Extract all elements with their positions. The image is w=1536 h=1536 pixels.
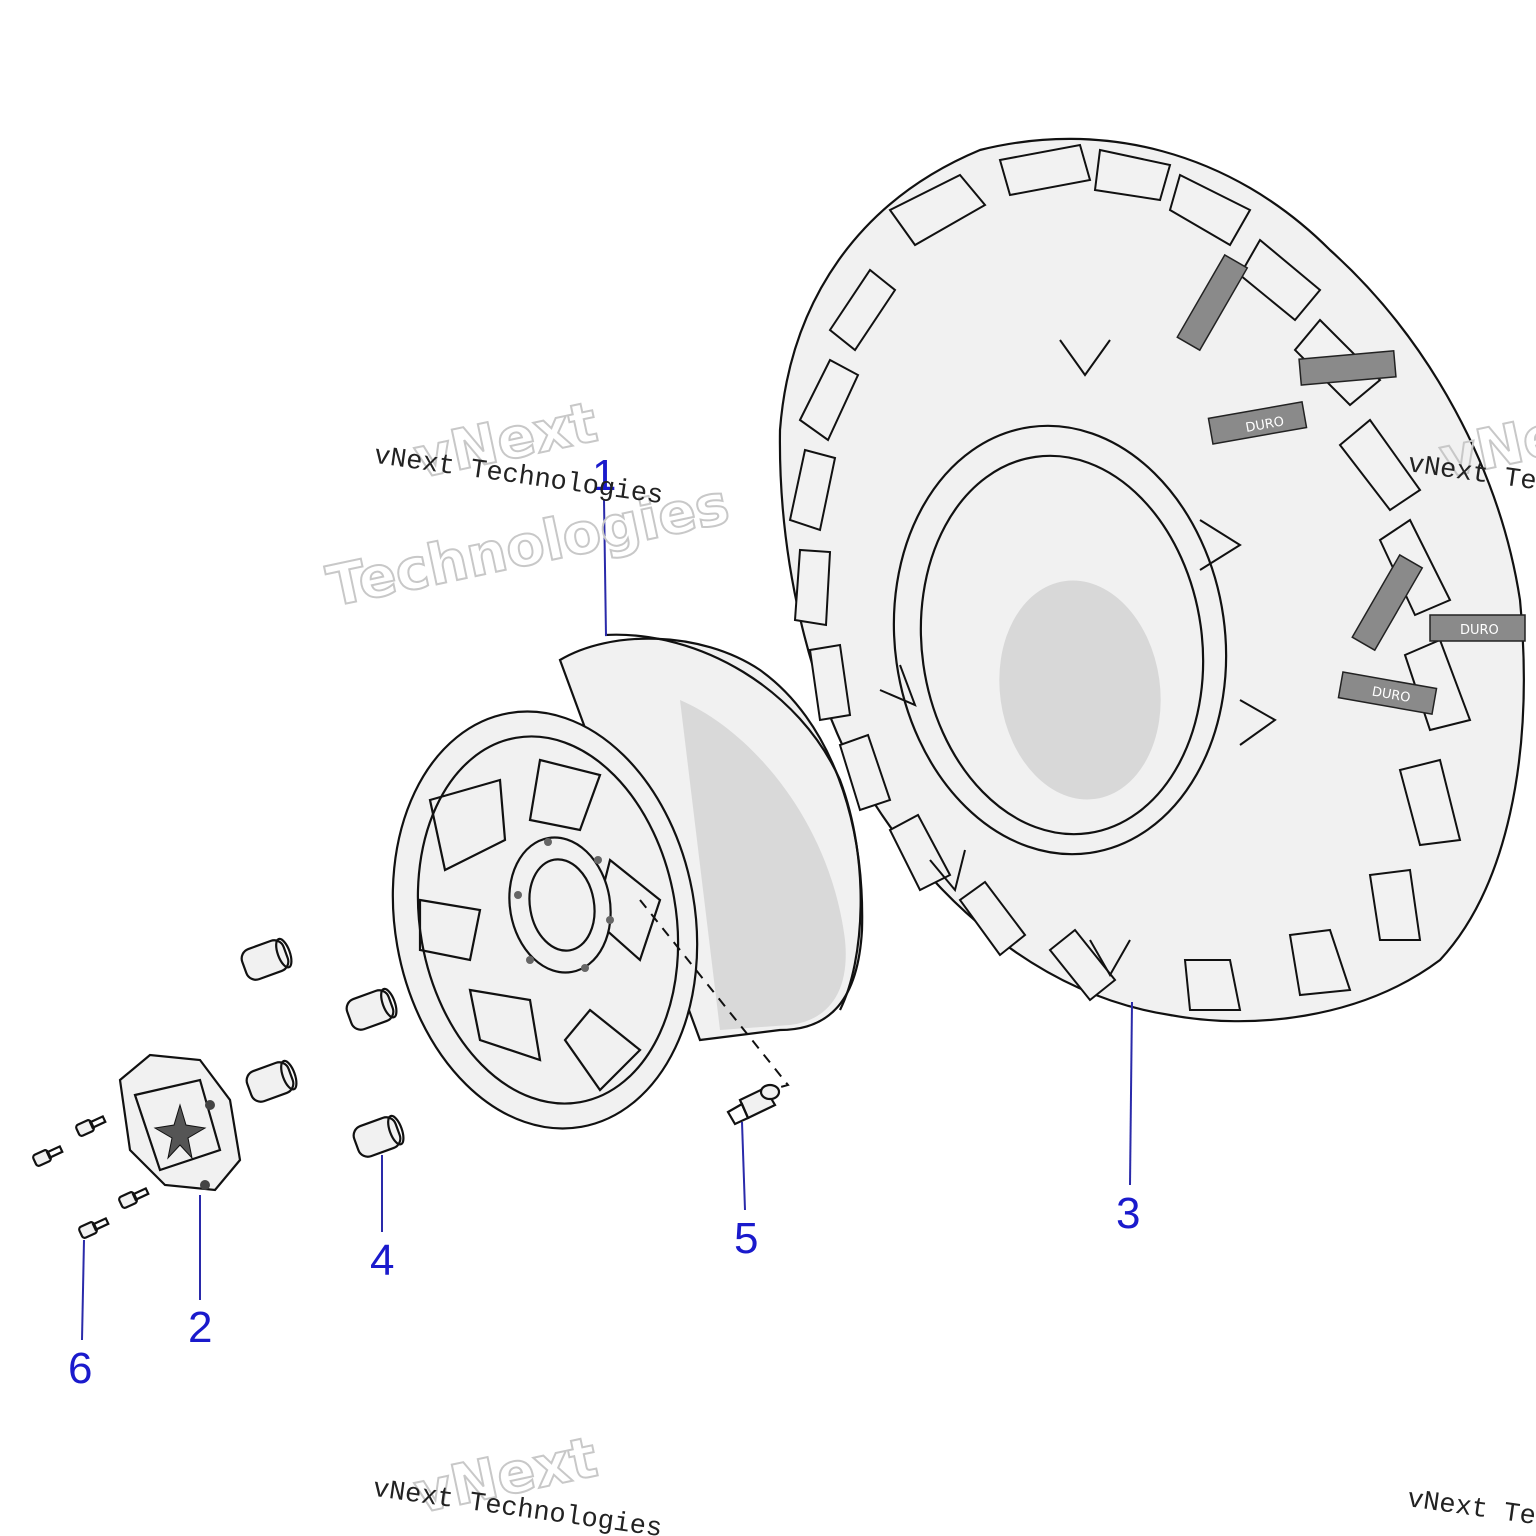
callout-3[interactable]: 3 — [1116, 1189, 1140, 1238]
tire-brand-strips: DURO DURO DURO — [1176, 253, 1526, 716]
screws-part-6[interactable] — [32, 1114, 150, 1239]
tire-brand-label: DURO — [1244, 414, 1285, 436]
callout-6[interactable]: 6 — [68, 1344, 92, 1393]
hub-lug-holes — [514, 838, 614, 972]
watermark-big-line2: Technologies — [322, 472, 735, 620]
leader-lines — [81, 499, 1133, 1341]
watermark-bottom-left: vNext vNext Technologies — [371, 1424, 664, 1536]
callout-5[interactable]: 5 — [734, 1214, 758, 1263]
star-emblem-icon — [153, 1103, 207, 1160]
callout-1[interactable]: 1 — [592, 451, 616, 500]
tire-sidewall-marks — [879, 339, 1277, 978]
tire-brand-label: DURO — [1460, 623, 1499, 638]
valve-stem-part-5[interactable] — [726, 1083, 781, 1126]
watermark-top-left: vNext Technologies vNext Technologies — [321, 389, 736, 621]
tire-brand-label: DURO — [1371, 684, 1412, 706]
rim-spoke-openings — [418, 758, 662, 1092]
callout-4[interactable]: 4 — [370, 1236, 394, 1285]
hub-cap-part-2[interactable] — [118, 1053, 242, 1192]
wheel-rim-part-1[interactable] — [361, 633, 864, 1153]
watermark-bottom-right: vNext Te — [1405, 1485, 1536, 1533]
watermark-small-bottom-right: vNext Te — [1405, 1485, 1536, 1533]
tire-part-3[interactable]: DURO DURO DURO — [778, 137, 1526, 1023]
lug-nuts-part-4[interactable] — [239, 936, 407, 1159]
callout-2[interactable]: 2 — [188, 1303, 212, 1352]
